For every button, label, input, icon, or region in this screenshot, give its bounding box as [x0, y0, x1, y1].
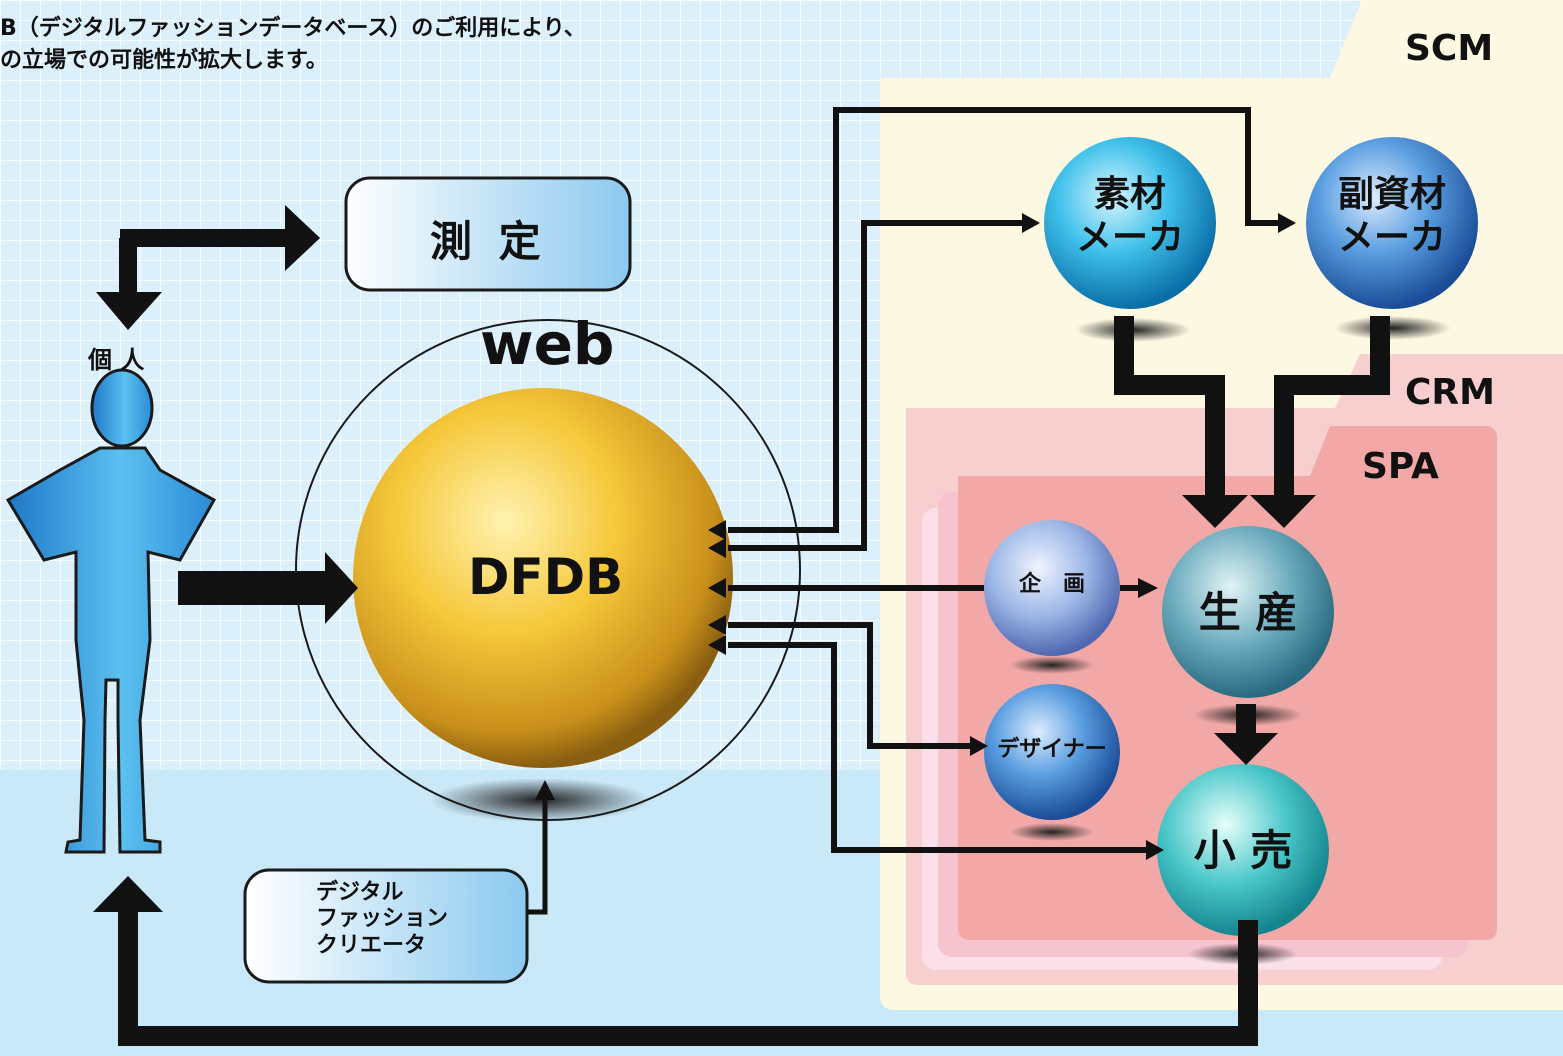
designer-node [984, 684, 1120, 820]
retail-node [1157, 764, 1329, 936]
creator-line-2: ファッション [316, 906, 449, 932]
sub-material-line-2: メーカ [1337, 217, 1446, 259]
arrow-person-dfdb-head [325, 552, 358, 624]
production-node [1162, 526, 1334, 698]
material-label: 素材 メーカ [1050, 173, 1210, 259]
arrow-to-measure-head [285, 205, 320, 271]
web-label: web [480, 310, 615, 378]
sub-material-maker-node [1306, 137, 1478, 309]
line-dfdb-retail [728, 642, 1148, 853]
spa-label: SPA [1362, 446, 1439, 487]
line-dfdb-designer [728, 622, 972, 749]
head-production-from-material [1182, 495, 1248, 528]
retail-label: 小 売 [1193, 826, 1293, 875]
material-line-2: メーカ [1075, 217, 1184, 259]
material-line-1: 素材 [1093, 174, 1166, 215]
line-material-production [1114, 316, 1225, 500]
crm-label: CRM [1405, 372, 1495, 413]
head-person-from-retail [93, 876, 163, 912]
head-dfdb-2 [708, 538, 726, 558]
dfdb-sphere [353, 388, 733, 768]
line-retail-person [118, 910, 1258, 1046]
material-maker-node [1044, 137, 1216, 309]
creator-line-3: クリエータ [316, 932, 427, 958]
sub-material-shadow [1335, 316, 1451, 340]
sub-material-line-1: 副資材 [1337, 174, 1446, 215]
line-dfdb-material [728, 220, 1025, 551]
sub-material-label: 副資材 メーカ [1312, 173, 1472, 259]
creator-box [243, 868, 529, 984]
person-label: 個 人 [88, 346, 145, 374]
person-figure [5, 368, 217, 854]
intro-line-1: B（デジタルファッションデータベース）のご利用により、 [0, 16, 586, 41]
arrows [93, 107, 1390, 1046]
head-dfdb-5 [708, 635, 726, 655]
head-dfdb-3 [708, 578, 726, 598]
head-production-from-submaterial [1250, 495, 1316, 528]
head-designer [970, 736, 988, 756]
head-dfdb-1 [708, 520, 726, 540]
production-label: 生 産 [1198, 588, 1298, 637]
head-submaterial [1278, 213, 1296, 233]
dfdb-label: DFDB [468, 548, 624, 606]
designer-label: デザイナー [997, 737, 1107, 762]
arrow-to-person-head [96, 292, 162, 330]
creator-label: デジタル ファッション クリエータ [300, 880, 500, 959]
measure-label: 測 定 [430, 217, 547, 266]
head-retail [1146, 840, 1164, 860]
line-submaterial-production [1274, 316, 1390, 500]
head-production-from-planning [1138, 578, 1158, 598]
head-dfdb-4 [708, 615, 726, 635]
scm-label: SCM [1405, 28, 1494, 69]
arrow-creator-dfdb-head [535, 780, 555, 800]
designer-shadow [1010, 823, 1094, 841]
head-material [1022, 213, 1040, 233]
planning-shadow [1010, 656, 1094, 674]
measure-box [344, 176, 632, 292]
arrow-creator-dfdb-line [527, 795, 548, 915]
line-dfdb-submaterial [728, 107, 1280, 533]
head-retail-from-production [1214, 733, 1278, 765]
planning-label: 企 画 [1018, 572, 1085, 597]
planning-node [984, 520, 1120, 656]
creator-line-1: デジタル [316, 880, 404, 905]
intro-line-2: の立場での可能性が拡大します。 [0, 48, 328, 73]
